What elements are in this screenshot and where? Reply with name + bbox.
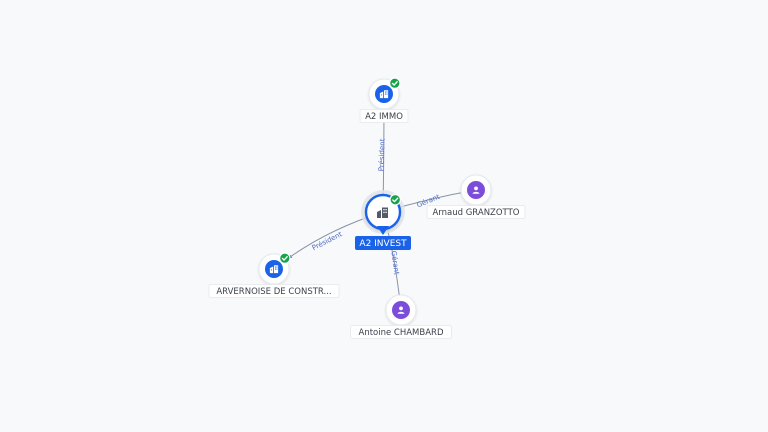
check-badge-icon bbox=[389, 193, 402, 206]
edge-label: Président bbox=[377, 138, 386, 171]
node-granzotto[interactable]: Arnaud GRANZOTTO bbox=[426, 174, 526, 219]
node-label-bg bbox=[426, 205, 526, 219]
node-a2immo[interactable]: A2 IMMO bbox=[359, 77, 409, 123]
building-icon bbox=[377, 207, 388, 218]
node-label-bg bbox=[350, 325, 452, 339]
node-label: A2 INVEST bbox=[359, 239, 407, 249]
node-label-bg bbox=[208, 284, 340, 298]
pin-pointer-icon bbox=[377, 226, 389, 235]
check-badge-icon bbox=[388, 77, 401, 89]
edge-label: Gérant bbox=[389, 250, 400, 275]
node-arvernoise[interactable]: ARVERNOISE DE CONSTR... bbox=[208, 252, 340, 298]
node-a2invest[interactable]: A2 INVEST bbox=[355, 190, 411, 250]
check-badge-icon bbox=[278, 252, 291, 265]
node-label-bg bbox=[355, 236, 411, 250]
node-chambard[interactable]: Antoine CHAMBARD bbox=[350, 294, 452, 339]
node-label: Antoine CHAMBARD bbox=[359, 328, 444, 338]
node-label: A2 IMMO bbox=[365, 112, 403, 122]
node-label-bg bbox=[359, 109, 409, 123]
node-label: Arnaud GRANZOTTO bbox=[432, 208, 519, 218]
nodes-layer: A2 INVEST A2 IMMO ARVERNOISE DE CONSTR... A… bbox=[208, 77, 526, 339]
node-label: ARVERNOISE DE CONSTR... bbox=[216, 287, 331, 297]
